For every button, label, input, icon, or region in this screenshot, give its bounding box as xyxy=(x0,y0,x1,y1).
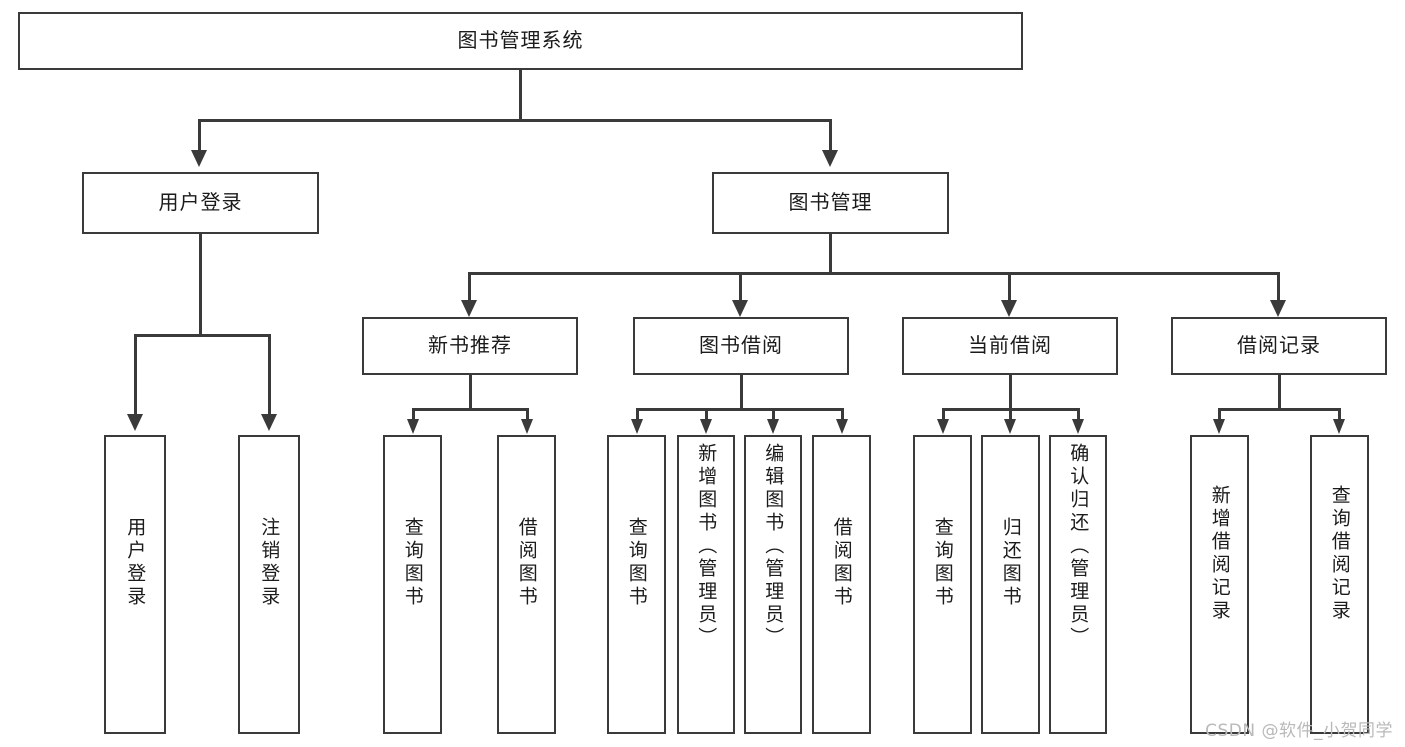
leaf-label: 查询图书 xyxy=(931,517,954,609)
leaf-return-book[interactable]: 归还图书 xyxy=(981,435,1040,734)
leaf-label: 新增借阅记录 xyxy=(1208,485,1231,623)
connector-bb-drop-4 xyxy=(841,408,844,420)
arrowhead-leaf-borrow-book-a xyxy=(521,419,533,434)
node-label: 用户登录 xyxy=(158,190,243,215)
connector-bb-drop-3 xyxy=(772,408,775,420)
connector-br-stem xyxy=(1278,375,1281,410)
arrowhead-leaf-add-record xyxy=(1213,419,1225,434)
connector-user-login-drop-2 xyxy=(268,334,271,416)
arrowhead-book-borrow xyxy=(732,300,748,317)
connector-cb-drop-2 xyxy=(1009,408,1012,420)
arrowhead-leaf-return-book xyxy=(1004,419,1016,434)
connector-to-user-login xyxy=(198,119,201,152)
connector-book-manage-bus xyxy=(468,272,1280,275)
arrowhead-leaf-confirm-return xyxy=(1072,419,1084,434)
node-label: 当前借阅 xyxy=(968,333,1052,358)
arrowhead-leaf-query-book-b xyxy=(631,419,643,434)
arrowhead-leaf-logout xyxy=(261,414,277,431)
connector-bb-drop-2 xyxy=(705,408,708,420)
node-label: 新书推荐 xyxy=(428,333,512,358)
leaf-label: 确认归还（管理员） xyxy=(1067,443,1090,650)
connector-bm-drop-4 xyxy=(1277,272,1280,302)
leaf-logout[interactable]: 注销登录 xyxy=(238,435,300,734)
connector-level1-bus xyxy=(198,119,832,122)
arrowhead-leaf-query-book-a xyxy=(407,419,419,434)
leaf-label: 查询图书 xyxy=(401,517,424,609)
connector-nbr-stem xyxy=(469,375,472,410)
leaf-label: 借阅图书 xyxy=(830,517,853,609)
connector-bm-drop-2 xyxy=(739,272,742,302)
node-current-borrow[interactable]: 当前借阅 xyxy=(902,317,1118,375)
arrowhead-borrow-record xyxy=(1270,300,1286,317)
connector-to-book-manage xyxy=(829,119,832,152)
leaf-add-book-admin[interactable]: 新增图书（管理员） xyxy=(677,435,735,734)
arrowhead-leaf-query-record xyxy=(1333,419,1345,434)
leaf-user-login[interactable]: 用户登录 xyxy=(104,435,166,734)
connector-bb-drop-1 xyxy=(636,408,639,420)
leaf-confirm-return-admin[interactable]: 确认归还（管理员） xyxy=(1049,435,1107,734)
arrowhead-to-user-login xyxy=(191,150,207,167)
connector-user-login-stem xyxy=(199,234,202,336)
node-user-login[interactable]: 用户登录 xyxy=(82,172,319,234)
connector-nbr-drop-1 xyxy=(412,408,415,420)
connector-nbr-drop-2 xyxy=(526,408,529,420)
node-borrow-record[interactable]: 借阅记录 xyxy=(1171,317,1387,375)
leaf-label: 注销登录 xyxy=(258,517,281,609)
connector-user-login-bus xyxy=(134,334,270,337)
arrowhead-to-book-manage xyxy=(822,150,838,167)
connector-br-drop-2 xyxy=(1338,408,1341,420)
connector-cb-drop-3 xyxy=(1077,408,1080,420)
node-root-system[interactable]: 图书管理系统 xyxy=(18,12,1023,70)
node-label: 图书管理系统 xyxy=(457,28,584,53)
leaf-add-borrow-record[interactable]: 新增借阅记录 xyxy=(1190,435,1249,734)
connector-bb-stem xyxy=(740,375,743,410)
leaf-borrow-book-borrow[interactable]: 借阅图书 xyxy=(812,435,871,734)
leaf-label: 编辑图书（管理员） xyxy=(762,443,785,650)
connector-bm-drop-1 xyxy=(468,272,471,302)
arrowhead-leaf-edit-book xyxy=(767,419,779,434)
leaf-label: 借阅图书 xyxy=(515,517,538,609)
node-book-borrow[interactable]: 图书借阅 xyxy=(633,317,849,375)
connector-br-bus xyxy=(1218,408,1341,411)
node-label: 借阅记录 xyxy=(1237,333,1321,358)
leaf-edit-book-admin[interactable]: 编辑图书（管理员） xyxy=(744,435,802,734)
connector-root-stem xyxy=(519,70,522,120)
leaf-query-book-new-rec[interactable]: 查询图书 xyxy=(383,435,442,734)
node-book-manage[interactable]: 图书管理 xyxy=(712,172,949,234)
arrowhead-leaf-add-book xyxy=(700,419,712,434)
leaf-query-book-current[interactable]: 查询图书 xyxy=(913,435,972,734)
leaf-query-borrow-record[interactable]: 查询借阅记录 xyxy=(1310,435,1369,734)
arrowhead-new-book-rec xyxy=(461,300,477,317)
leaf-query-book-borrow[interactable]: 查询图书 xyxy=(607,435,666,734)
arrowhead-current-borrow xyxy=(1001,300,1017,317)
node-new-book-recommend[interactable]: 新书推荐 xyxy=(362,317,578,375)
leaf-borrow-book-new-rec[interactable]: 借阅图书 xyxy=(497,435,556,734)
connector-book-manage-stem xyxy=(829,234,832,274)
connector-cb-drop-1 xyxy=(942,408,945,420)
arrowhead-leaf-user-login xyxy=(127,414,143,431)
connector-bb-bus xyxy=(636,408,844,411)
leaf-label: 新增图书（管理员） xyxy=(695,443,718,650)
leaf-label: 查询借阅记录 xyxy=(1328,485,1351,623)
connector-nbr-bus xyxy=(412,408,529,411)
connector-bm-drop-3 xyxy=(1008,272,1011,302)
arrowhead-leaf-borrow-book-b xyxy=(836,419,848,434)
connector-cb-stem xyxy=(1009,375,1012,410)
node-label: 图书借阅 xyxy=(699,333,783,358)
connector-br-drop-1 xyxy=(1218,408,1221,420)
leaf-label: 用户登录 xyxy=(124,517,147,609)
leaf-label: 查询图书 xyxy=(625,517,648,609)
arrowhead-leaf-query-book-c xyxy=(937,419,949,434)
node-label: 图书管理 xyxy=(788,190,873,215)
leaf-label: 归还图书 xyxy=(999,517,1022,609)
connector-user-login-drop-1 xyxy=(134,334,137,416)
